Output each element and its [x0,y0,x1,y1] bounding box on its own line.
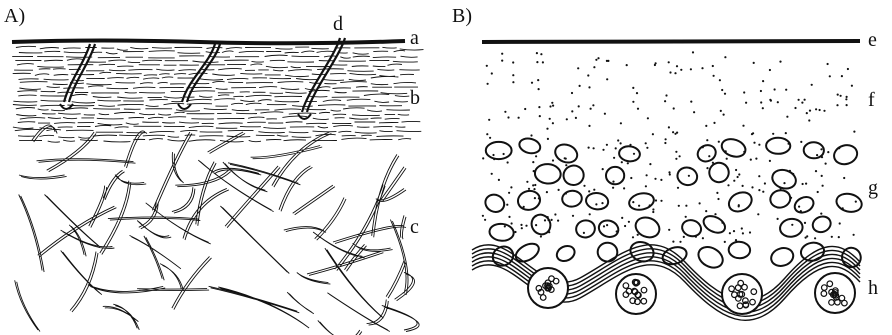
panel-a-tissue [12,38,424,335]
nodule-2 [616,274,656,314]
label-h: h [868,278,878,298]
panel-b-tissue [472,41,864,320]
panel-a: A) a b c d [0,0,440,335]
panel-a-heading: A) [4,6,25,26]
label-c: c [410,217,419,237]
label-a: a [410,28,419,48]
loose-fiber-layer-c [15,125,419,335]
nodule-4 [815,273,855,313]
nodule-1 [528,268,568,308]
surface-layer-e [482,41,860,42]
panel-b-heading: B) [452,6,472,26]
dense-fiber-layer-b [12,46,423,142]
label-b: b [410,88,420,108]
panel-b: B) e f g h [450,0,892,335]
panel-b-drawing [450,0,892,335]
label-d: d [333,14,343,34]
label-g: g [868,178,878,198]
label-e: e [868,30,877,50]
label-f: f [868,90,875,110]
hair-structure-1 [60,44,95,109]
surface-layer-a [12,41,405,44]
nodule-3 [722,274,762,314]
panel-a-drawing [0,0,440,335]
